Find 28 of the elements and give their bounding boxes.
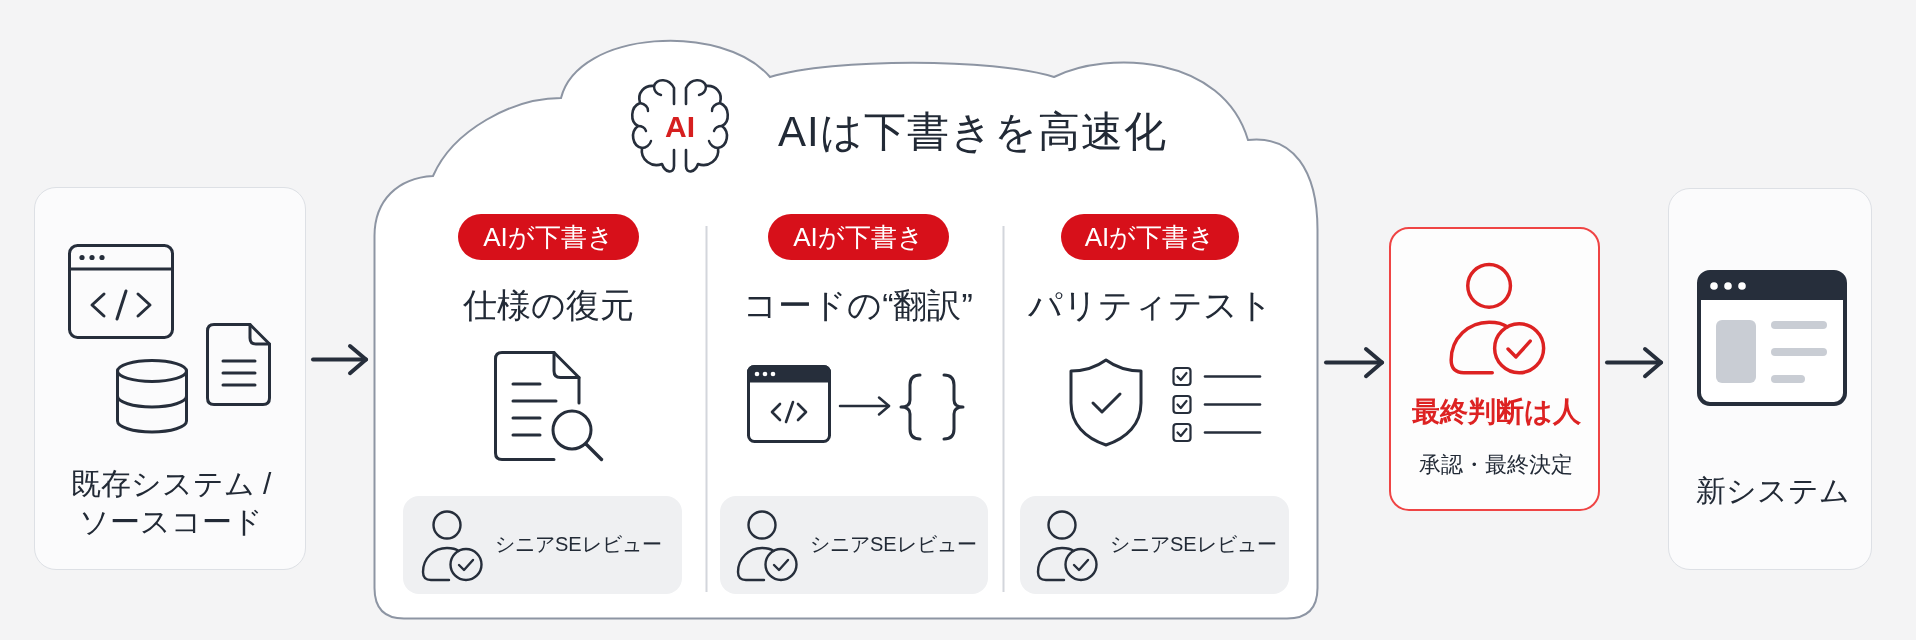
tag-badge: AIが下書き (458, 214, 639, 260)
card-label: シニアSEレビュー (1110, 532, 1277, 558)
code-window-icon (747, 365, 831, 443)
arrow (1605, 347, 1663, 379)
tag-badge: AIが下書き (1061, 214, 1239, 260)
review-card (1020, 496, 1289, 594)
arrow (311, 344, 368, 376)
card-title: 最終判断は人 (1411, 395, 1581, 430)
card-title: 既存システム / ソースコード (69, 465, 273, 540)
system-card (34, 187, 306, 570)
decision-card (1389, 227, 1600, 511)
card-label: シニアSEレビュー (495, 532, 662, 558)
card-subtitle: 承認・最終決定 (1419, 450, 1573, 479)
card-label: シニアSEレビュー (810, 532, 977, 558)
step-heading: 仕様の復元 (462, 285, 634, 327)
arrow (1324, 347, 1384, 379)
arrow (838, 396, 891, 416)
cloud-title: AIは下書きを高速化 (778, 107, 1167, 158)
card-title: 新システム (1696, 472, 1850, 509)
step-heading: コードの“翻訳” (743, 285, 973, 327)
tag-badge: AIが下書き (768, 214, 949, 260)
step-heading: パリティテスト (1027, 285, 1273, 327)
cloud-shape (373, 40, 1319, 620)
braces-icon (898, 373, 966, 441)
system-card (1668, 188, 1872, 570)
icon-label: AI (665, 108, 695, 145)
review-card (403, 496, 682, 594)
review-card (720, 496, 988, 594)
